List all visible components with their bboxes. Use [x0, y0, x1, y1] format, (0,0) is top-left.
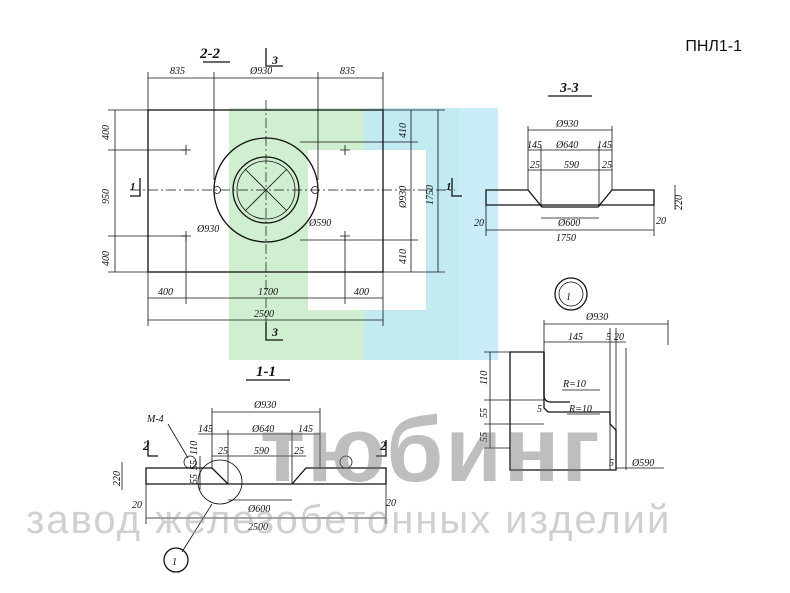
s11-dim-14: 20 — [132, 500, 142, 511]
plan-left-dim-1: 400 — [101, 125, 112, 140]
plan-right-inner-2: Ø930 — [398, 186, 409, 209]
section-1-1-profile — [145, 467, 387, 485]
section-mark-bottom: 3 — [271, 325, 278, 339]
s11-dim-9: 55 — [189, 474, 200, 484]
s11-dim-15: 20 — [386, 498, 396, 509]
d1-dim-3: 5 — [606, 332, 611, 343]
s11-dim-8: 220 — [112, 471, 123, 486]
s11-detail-callout-label: 1 — [172, 557, 177, 568]
detail-1-callout — [554, 277, 588, 311]
s33-dim-12: 20 — [656, 216, 666, 227]
section-mark-right: 1 — [446, 181, 452, 193]
s33-dim-7: 25 — [602, 160, 612, 171]
section-mark-top: 3 — [271, 53, 278, 67]
plan-top-dim-1: 835 — [170, 66, 185, 77]
watermark-brand: тюбинг — [260, 399, 602, 501]
section-3-3-title: 3-3 — [559, 81, 579, 96]
s33-dim-2: 145 — [527, 140, 542, 151]
d1-dim-8: 5 — [537, 404, 542, 415]
section-3-3-profile — [485, 189, 655, 208]
section-mark-left: 1 — [130, 181, 136, 193]
plan-hole-label-1: Ø930 — [196, 224, 219, 235]
s11-dim-7: 25 — [294, 446, 304, 457]
s33-dim-4: 145 — [597, 140, 612, 151]
anchor-label: М-4 — [146, 414, 164, 425]
section-3-3: 3-3 Ø930 145 Ø640 145 25 590 25 Ø600 175… — [474, 81, 685, 244]
s11-mark-right: 2 — [379, 438, 387, 453]
section-1-1: 1-1 2 2 М-4 1 Ø930 145 Ø640 145 25 590 — [112, 364, 396, 573]
plan-right-inner-3: 410 — [398, 249, 409, 264]
s33-dim-5: 25 — [530, 160, 540, 171]
plan-left-dim-3: 400 — [101, 251, 112, 266]
s11-dim-2: 145 — [198, 424, 213, 435]
s33-dim-9: 1750 — [556, 233, 576, 244]
s11-detail-callout — [163, 547, 189, 573]
section-1-1-title: 1-1 — [256, 364, 276, 380]
s11-dim-10: 55 — [189, 460, 200, 470]
plan-left-dim-2: 950 — [101, 189, 112, 204]
plan-right-inner-1: 410 — [398, 123, 409, 138]
d1-radius-2: R=10 — [568, 404, 592, 415]
d1-dim-2: 145 — [568, 332, 583, 343]
d1-dim-4: 20 — [614, 332, 624, 343]
d1-radius-1: R=10 — [562, 379, 586, 390]
plan-bottom-total: 2500 — [254, 309, 274, 320]
s33-dim-8: Ø600 — [557, 218, 580, 229]
detail-1-callout-label: 1 — [566, 292, 571, 303]
d1-dim-9: 5 — [609, 458, 614, 469]
section-mark-top-arrow — [265, 48, 283, 67]
s11-dim-12: Ø600 — [247, 504, 270, 515]
s11-dim-5: 25 — [218, 446, 228, 457]
plan-right-outer: 1750 — [425, 185, 436, 205]
s11-dim-6: 590 — [254, 446, 269, 457]
plan-bottom-dim-3: 400 — [354, 287, 369, 298]
d1-dim-6: 55 — [479, 408, 490, 418]
s33-dim-1: Ø930 — [555, 119, 578, 130]
s11-dim-4: 145 — [298, 424, 313, 435]
plan-title: 2-2 — [199, 46, 220, 62]
d1-dim-1: Ø930 — [585, 312, 608, 323]
s11-dim-3: Ø640 — [251, 424, 274, 435]
plan-bottom-dim-2: 1700 — [258, 287, 278, 298]
plan-view: 2-2 3 1 1 3 — [101, 46, 462, 341]
d1-dim-10: Ø590 — [631, 458, 654, 469]
watermark-subtitle: завод железобетонных изделий — [26, 498, 672, 542]
s11-dim-13: 2500 — [248, 522, 268, 533]
s33-dim-3: Ø640 — [555, 140, 578, 151]
detail-1: 1 Ø930 145 5 20 110 55 55 5 5 Ø590 R=10 … — [479, 277, 669, 471]
plan-top-dim-3: 835 — [340, 66, 355, 77]
s33-dim-11: 20 — [474, 218, 484, 229]
plan-hole-label-2: Ø590 — [308, 218, 331, 229]
drawing-code: ПНЛ1-1 — [685, 38, 742, 55]
d1-dim-5: 110 — [479, 371, 490, 385]
s33-dim-10: 220 — [674, 195, 685, 210]
s11-dim-11: 110 — [189, 441, 200, 455]
plan-top-dim-2: Ø930 — [249, 66, 272, 77]
s11-mark-left: 2 — [142, 438, 150, 453]
plan-bottom-dim-1: 400 — [158, 287, 173, 298]
d1-dim-7: 55 — [479, 432, 490, 442]
s11-dim-1: Ø930 — [253, 400, 276, 411]
s33-dim-6: 590 — [564, 160, 579, 171]
slab-outline — [147, 109, 384, 273]
watermark-blocks — [229, 108, 498, 360]
